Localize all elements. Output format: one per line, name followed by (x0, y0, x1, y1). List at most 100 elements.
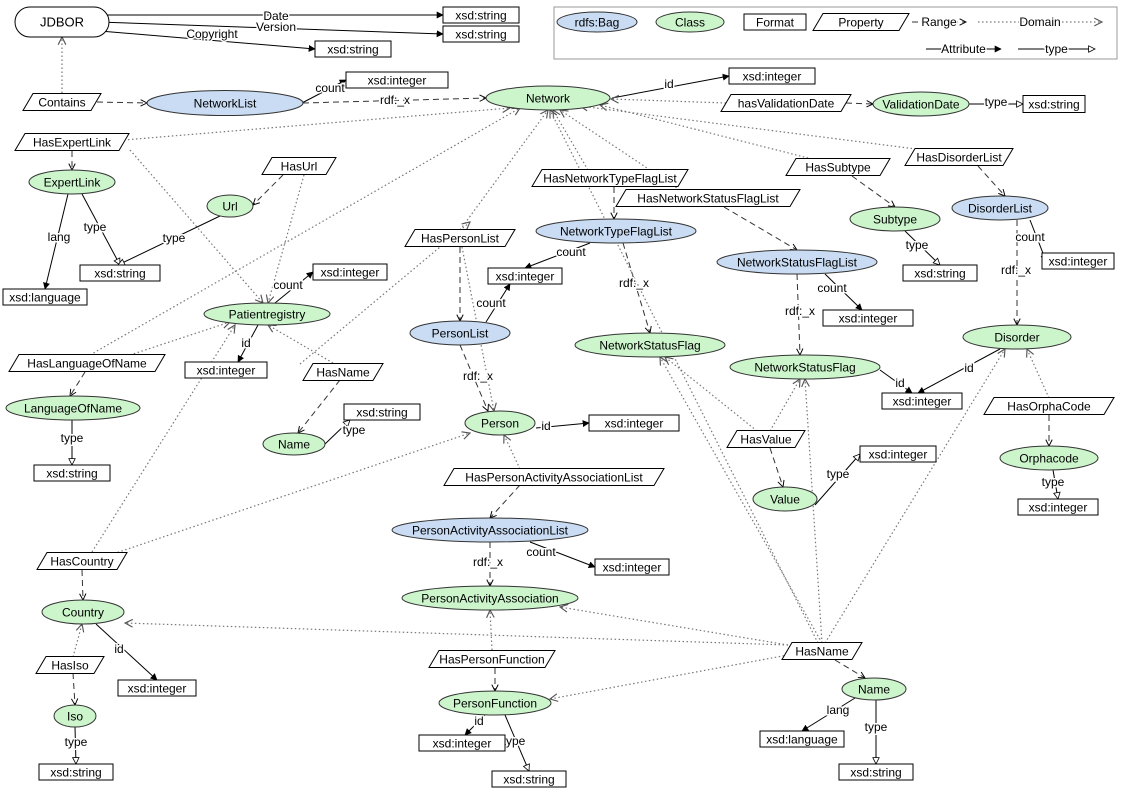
node-label: xsd:integer (893, 395, 952, 409)
legend-label: Format (756, 16, 795, 30)
edge-attribute (824, 273, 863, 311)
edge-label: count (273, 278, 303, 292)
node-url: Url (206, 194, 254, 218)
node-country-shape (41, 599, 125, 625)
node-label: Country (62, 606, 104, 620)
node-net-id-t-shape (728, 67, 816, 85)
node-nl-count-t-shape (345, 71, 449, 89)
node-subtype-shape (849, 206, 941, 232)
edge-label: rdf:_x (1001, 263, 1031, 277)
edge-domain (580, 106, 917, 150)
edge-label: rdf:_x (380, 93, 410, 107)
node-value: Value (752, 486, 818, 512)
node-languageofname: LanguageOfName (5, 395, 141, 421)
node-label: xsd:string (327, 43, 378, 57)
edge-label: type (84, 220, 107, 234)
node-personfunction: PersonFunction (438, 690, 552, 716)
node-expertlink-shape (28, 169, 116, 195)
edge-domain (268, 325, 334, 364)
node-version-t: xsd:string (442, 25, 520, 43)
legend-bag-shape (556, 11, 638, 33)
node-nsfl-count-t: xsd:integer (822, 309, 914, 327)
edge-range (459, 344, 488, 411)
edge-label: rdf:_x (463, 369, 493, 383)
legend-format-shape (743, 13, 807, 31)
node-iso-type-t: xsd:string (38, 763, 114, 781)
edge-domain (805, 379, 823, 644)
edge-label: lang (48, 230, 71, 244)
edge-domain (600, 105, 813, 160)
node-label: xsd:integer (368, 74, 427, 88)
legend-property-shape (812, 13, 910, 31)
node-lon-type-t-shape (33, 464, 111, 482)
edge-label: count (476, 296, 506, 310)
node-network: Network (485, 85, 611, 111)
edge-domain (1027, 349, 1050, 399)
node-label: PersonActivityAssociationList (412, 524, 569, 538)
node-hascountry-shape (36, 552, 128, 570)
node-vd-type-t: xsd:string (1022, 95, 1086, 113)
node-networklist-shape (146, 90, 304, 116)
edge-label: type (503, 734, 526, 748)
node-nsfl-count-t-shape (822, 309, 914, 327)
node-label: Value (770, 493, 800, 507)
edge-range (490, 484, 521, 518)
node-hasname2-shape (781, 642, 863, 660)
edge-domain (129, 322, 230, 356)
node-label: xsd:string (46, 467, 97, 481)
node-label: xsd:string (356, 406, 407, 420)
edge-domain (660, 357, 823, 644)
node-label: NetworkStatusFlag (754, 361, 855, 375)
node-networkstatusflag2-shape (729, 354, 881, 380)
node-label: JDBOR (40, 15, 84, 30)
node-personactivityassociationlist-shape (391, 517, 589, 543)
node-pf-type-t-shape (491, 770, 567, 788)
edge-range (977, 165, 1005, 196)
edge-domain (560, 607, 789, 646)
edge-domain (129, 149, 263, 303)
legend-item-class: Class (655, 11, 725, 33)
node-haslanguageofname: HasLanguageOfName (8, 354, 166, 372)
node-pl-count-t: xsd:integer (487, 267, 563, 285)
node-label: xsd:integer (839, 312, 898, 326)
node-languageofname-shape (5, 395, 141, 421)
node-haspersonactivityassociationlist: HasPersonActivityAssociationList (443, 468, 665, 486)
node-patientregistry: Patientregistry (203, 302, 331, 326)
node-hasvalue-shape (726, 430, 806, 448)
node-hasiso: HasIso (35, 656, 105, 674)
edge-attribute (485, 283, 511, 323)
node-hasname1: HasName (302, 363, 384, 381)
node-label: xsd:string (503, 773, 554, 787)
edge-type (75, 726, 76, 764)
edge-range (302, 98, 486, 104)
node-haslanguageofname-shape (8, 354, 166, 372)
node-expertlink: ExpertLink (28, 169, 116, 195)
node-label: xsd:string (914, 267, 965, 281)
node-label: xsd:integer (743, 70, 802, 84)
edge-domain (123, 108, 510, 141)
node-pl-count-t-shape (487, 267, 563, 285)
node-haspersonfunction: HasPersonFunction (428, 650, 556, 668)
edge-range (834, 659, 865, 678)
edge-domain (89, 108, 520, 356)
edge-domain (553, 110, 589, 171)
node-personactivityassociationlist: PersonActivityAssociationList (391, 517, 589, 543)
node-jdbor: JDBOR (14, 6, 110, 38)
node-label: LanguageOfName (24, 402, 122, 416)
node-hasvalue: HasValue (726, 430, 806, 448)
legend-label: Domain (1019, 15, 1060, 29)
edge-range (797, 273, 800, 355)
edge-label: rdf:_x (473, 555, 503, 569)
node-networklist: NetworkList (146, 90, 304, 116)
node-net-id-t: xsd:integer (728, 67, 816, 85)
node-networkstatusflag1-shape (574, 332, 726, 358)
edge-label: Copyright (186, 27, 238, 41)
node-lon-type-t: xsd:string (33, 464, 111, 482)
edge-label: type (163, 231, 186, 245)
node-label: xsd:integer (496, 270, 555, 284)
edge-label: type (865, 720, 888, 734)
edge-label: type (906, 238, 929, 252)
node-contains: Contains (22, 93, 102, 111)
edge-type (81, 193, 121, 265)
